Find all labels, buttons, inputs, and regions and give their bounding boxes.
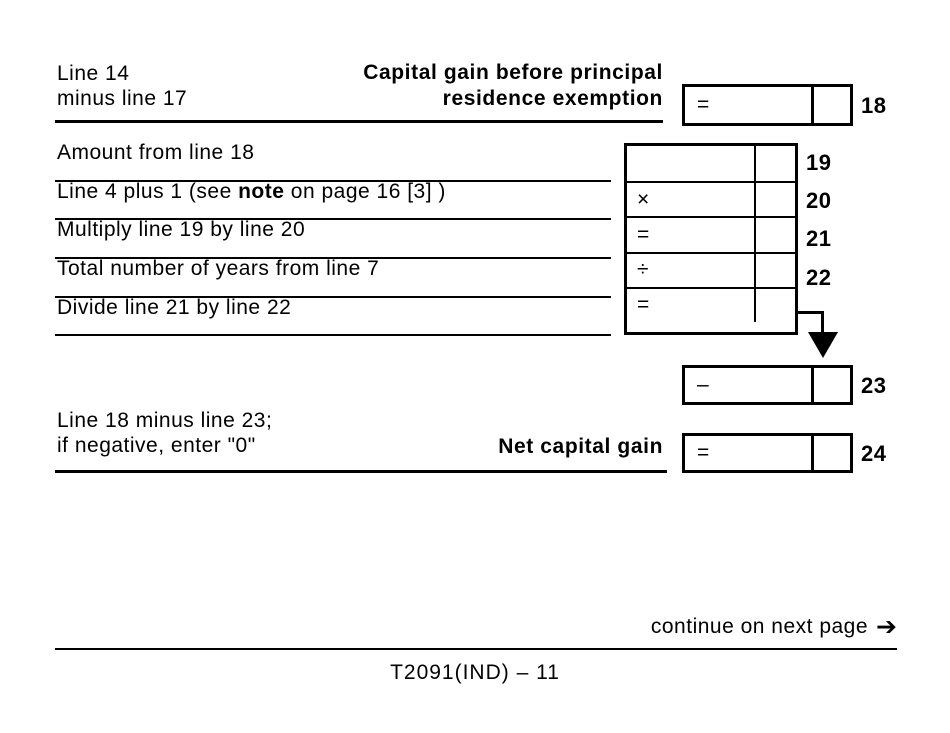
amount-box-24: =: [682, 433, 853, 473]
continue-note-text: continue on next page: [650, 615, 869, 638]
line-number-22: 22: [806, 265, 832, 290]
arrow-down-icon: [808, 332, 838, 358]
amount-field-19-dollars[interactable]: [627, 146, 754, 181]
header-underline: [55, 120, 663, 123]
line18-left-label-line1: Line 14: [57, 62, 130, 85]
line-number-20: 20: [806, 188, 832, 213]
label-text: Line 4 plus 1 (see: [57, 180, 239, 203]
calc-row-label-21: Multiply line 19 by line 20: [57, 218, 602, 242]
amount-field-21-dollars[interactable]: =: [627, 218, 754, 251]
calc-box-row-19: [627, 146, 795, 182]
line24-left-label: Line 18 minus line 23; if negative, ente…: [57, 408, 377, 458]
calc-box-table: × = ÷ =: [624, 143, 798, 335]
flow-connector-vertical: [821, 311, 824, 333]
footer-rule: [55, 648, 897, 650]
amount-field-23-dollars[interactable]: –: [685, 368, 811, 402]
line18-left-label-line2: minus line 17: [57, 87, 188, 110]
net-row-underline: [55, 470, 667, 473]
continue-note: continue on next page ➔: [450, 612, 897, 642]
label-text: Multiply line 19 by line 20: [57, 218, 306, 241]
calc-box-row-result: =: [627, 286, 795, 322]
amount-field-result-dollars[interactable]: =: [627, 289, 754, 322]
amount-field-21-cents[interactable]: [754, 218, 795, 252]
line24-left-label-line1: Line 18 minus line 23;: [57, 409, 273, 432]
label-text: Total number of years from line 7: [57, 257, 380, 280]
calc-row-label-22: Total number of years from line 7: [57, 257, 602, 281]
calc-box-row-22: ÷: [627, 251, 795, 287]
calc-row-label-20: Line 4 plus 1 (see note on page 16 [3] ): [57, 180, 602, 204]
flow-connector-horizontal: [797, 311, 824, 314]
line-number-23: 23: [861, 373, 887, 398]
line24-left-label-line2: if negative, enter "0": [57, 434, 256, 457]
line-number-19: 19: [806, 150, 832, 175]
label-text: Amount from line 18: [57, 141, 255, 164]
line-number-24: 24: [861, 441, 887, 466]
amount-field-20-cents[interactable]: [754, 183, 795, 217]
amount-field-23-cents[interactable]: [811, 368, 850, 402]
operator-equals-24: =: [697, 441, 710, 464]
calc-row-label-19: Amount from line 18: [57, 141, 602, 165]
arrow-right-icon: ➔: [876, 613, 897, 641]
operator-equals-18: =: [697, 93, 710, 116]
line-number-18: 18: [861, 93, 887, 118]
form-code: T2091(IND) – 11: [390, 661, 560, 684]
row-underline-22: [55, 296, 611, 298]
row-underline-20: [55, 218, 611, 220]
section-title-line2: residence exemption: [442, 87, 663, 110]
operator-multiply-20: ×: [637, 187, 650, 211]
operator-minus-23: –: [697, 373, 710, 396]
line-number-21: 21: [806, 226, 832, 251]
amount-field-24-cents[interactable]: [811, 436, 850, 470]
label-text-post: on page 16 [3] ): [284, 180, 446, 203]
calc-row-label-divide: Divide line 21 by line 22: [57, 296, 602, 320]
amount-box-23: –: [682, 365, 853, 405]
operator-equals-result: =: [637, 293, 650, 317]
amount-field-24-dollars[interactable]: =: [685, 436, 811, 470]
line18-left-label: Line 14 minus line 17: [57, 61, 307, 111]
amount-field-20-dollars[interactable]: ×: [627, 183, 754, 216]
operator-equals-21: =: [637, 222, 650, 246]
amount-field-18-cents[interactable]: [811, 87, 850, 123]
calc-box-row-21: =: [627, 216, 795, 252]
amount-field-22-cents[interactable]: [754, 253, 795, 287]
row-underline-21: [55, 257, 611, 259]
amount-box-18: =: [682, 84, 853, 126]
row-underline-divide: [55, 334, 611, 336]
operator-divide-22: ÷: [637, 258, 650, 282]
section-title-line1: Capital gain before principal: [363, 61, 663, 84]
amount-field-result-cents[interactable]: [754, 288, 795, 322]
amount-field-22-dollars[interactable]: ÷: [627, 254, 754, 287]
label-text: Divide line 21 by line 22: [57, 296, 292, 319]
net-capital-gain-title: Net capital gain: [498, 435, 663, 458]
amount-field-19-cents[interactable]: [754, 146, 795, 182]
calc-box-row-20: ×: [627, 181, 795, 217]
section-title-capital-gain: Capital gain before principal residence …: [300, 60, 663, 112]
label-bold-note: note: [238, 180, 285, 203]
row-underline-19: [55, 180, 611, 182]
amount-field-18-dollars[interactable]: =: [685, 87, 811, 123]
